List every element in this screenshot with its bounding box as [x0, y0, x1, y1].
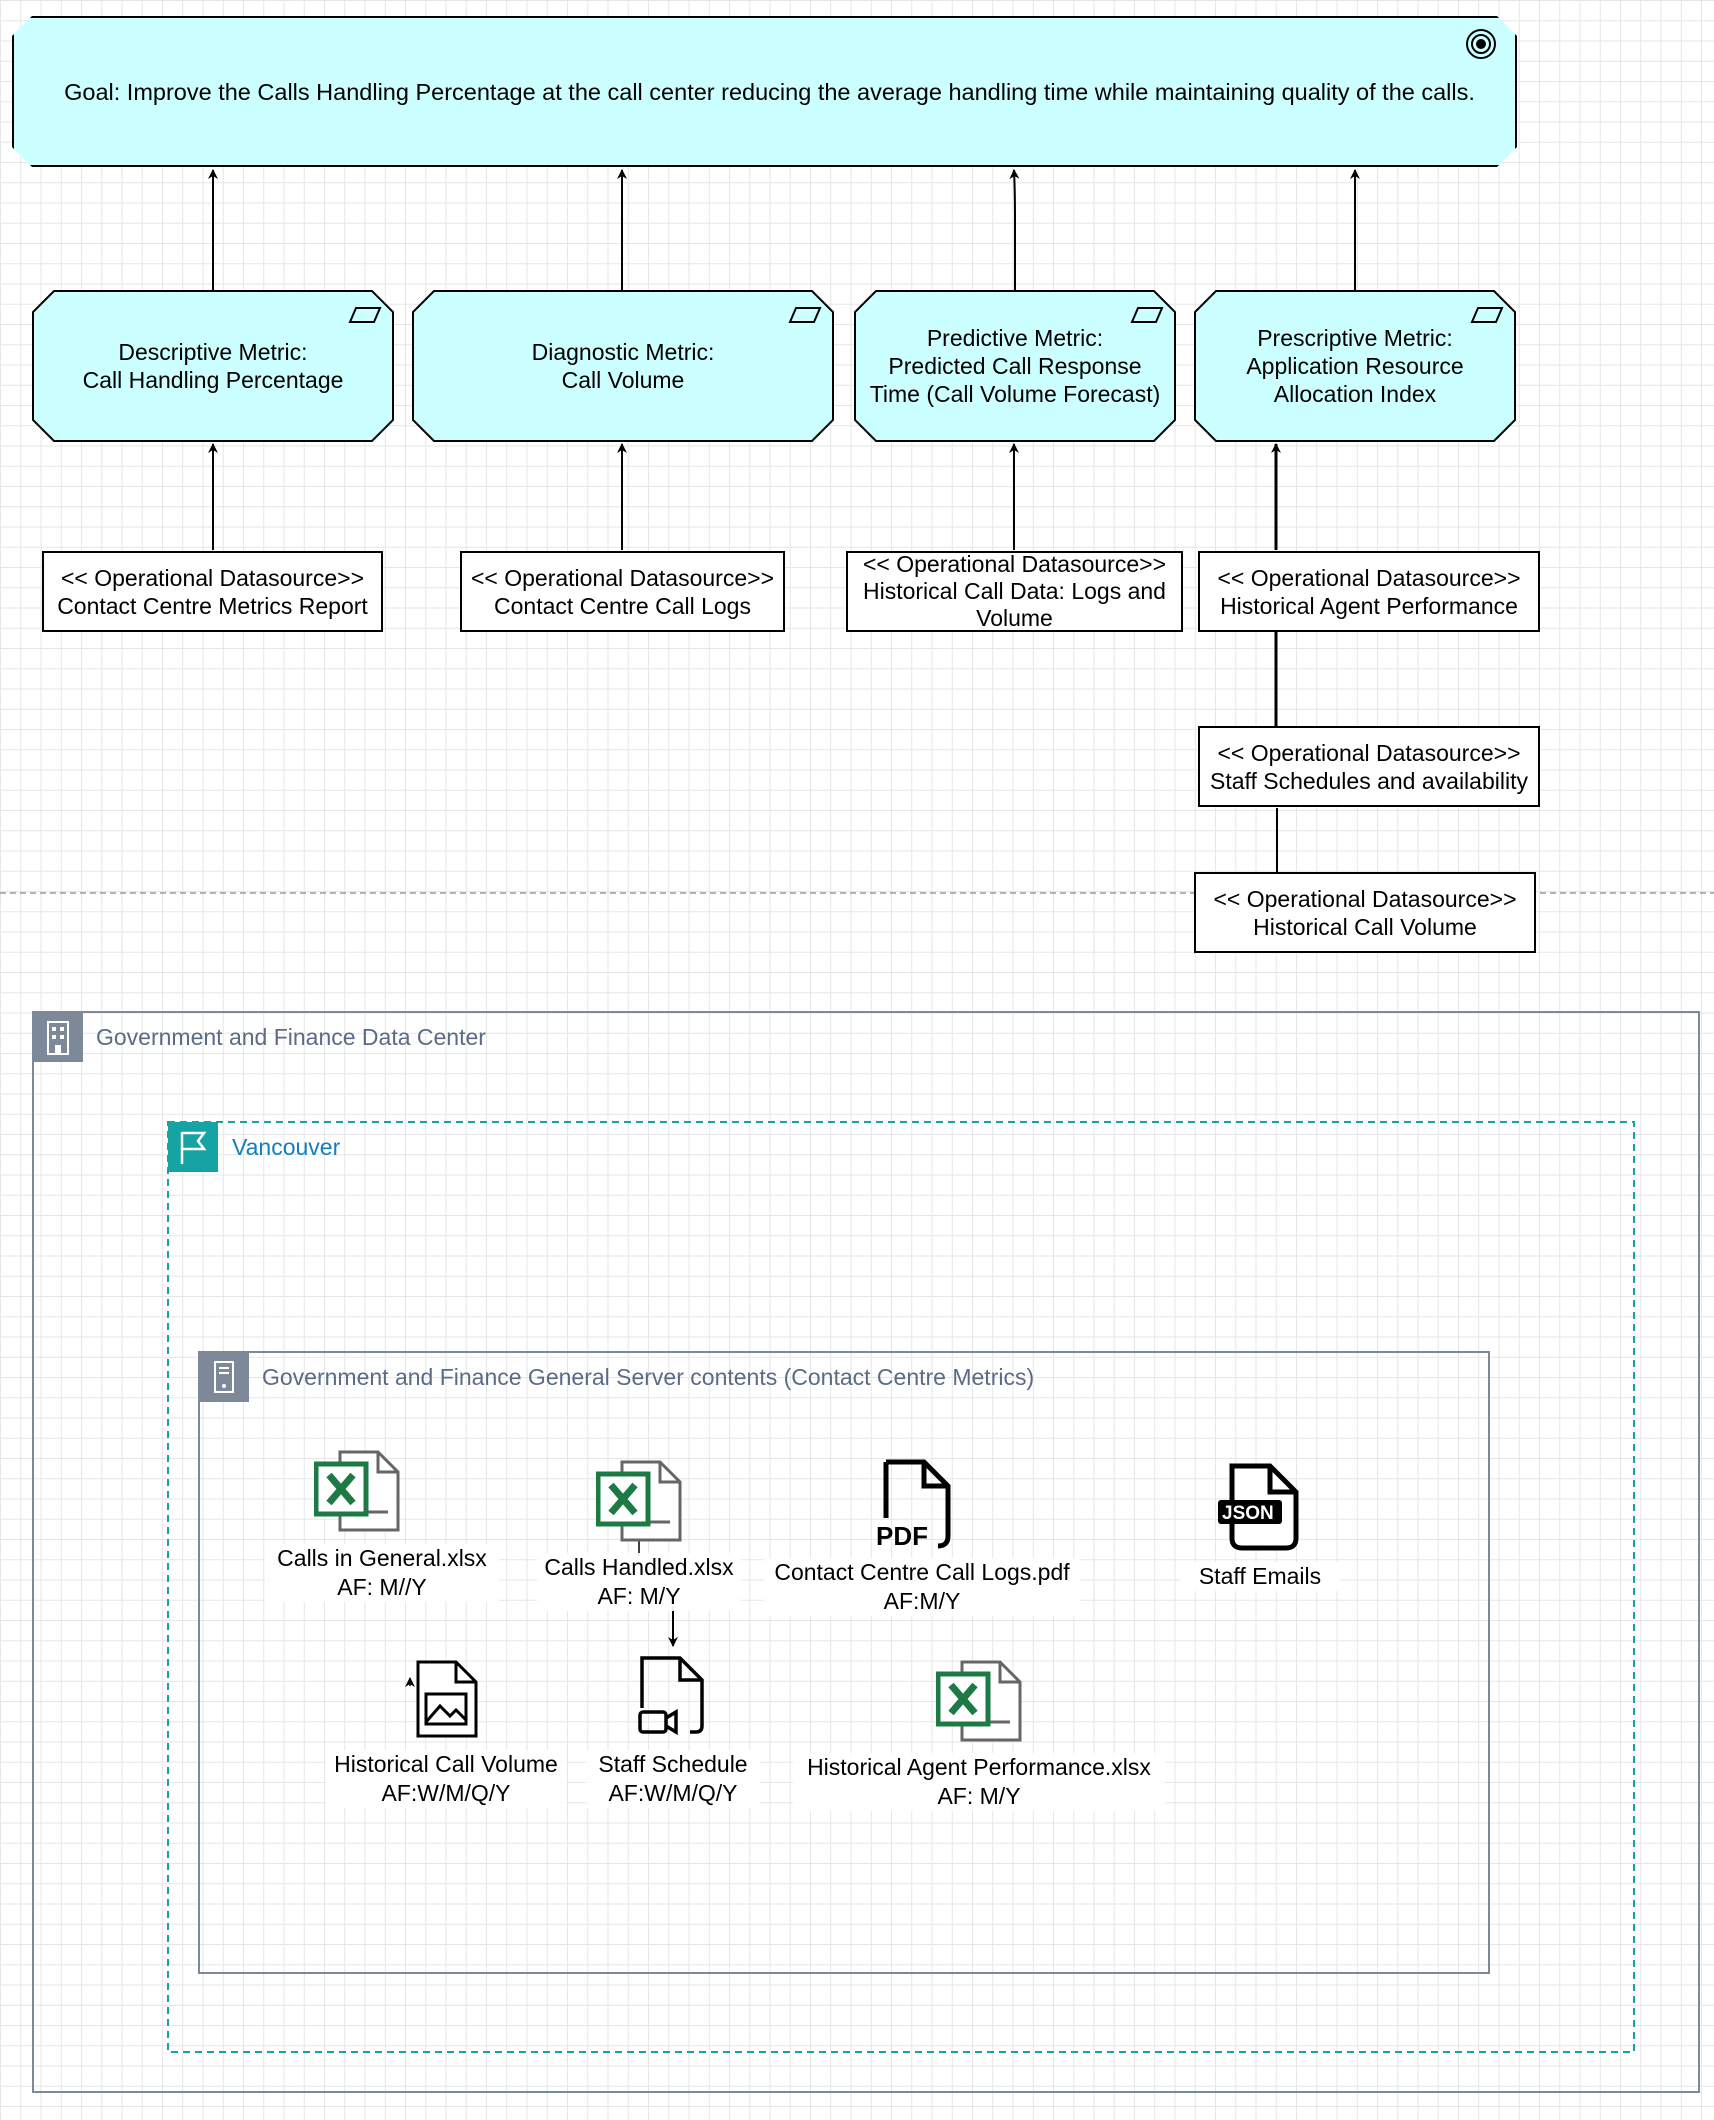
building-icon: [33, 1012, 83, 1062]
file-label-calls-general: Calls in General.xlsx AF: M//Y: [265, 1544, 499, 1602]
region-title: Vancouver: [232, 1134, 341, 1160]
parallelogram-icon: [788, 307, 822, 323]
datasource-staff-schedules[interactable]: << Operational Datasource>> Staff Schedu…: [1198, 726, 1540, 807]
metric-shape: [854, 290, 1176, 442]
goal-box[interactable]: Goal: Improve the Calls Handling Percent…: [12, 16, 1517, 167]
metric-shape: [412, 290, 834, 442]
parallelogram-icon: [1130, 307, 1164, 323]
image-file-icon[interactable]: [412, 1660, 478, 1738]
server-group-border: [198, 1351, 1490, 1974]
json-file-icon[interactable]: JSON: [1216, 1462, 1302, 1552]
file-label-call-logs-pdf: Contact Centre Call Logs.pdf AF:M/Y: [764, 1558, 1080, 1616]
metric-diagnostic[interactable]: Diagnostic Metric: Call Volume: [412, 290, 834, 442]
file-label-calls-handled: Calls Handled.xlsx AF: M/Y: [537, 1553, 741, 1611]
datasource-historical-call-data[interactable]: << Operational Datasource>> Historical C…: [846, 551, 1183, 632]
excel-file-icon[interactable]: [936, 1660, 1022, 1742]
flag-icon: [168, 1122, 218, 1172]
datacenter-title: Government and Finance Data Center: [96, 1024, 486, 1050]
metric-label: Prescriptive Metric: Application Resourc…: [1246, 325, 1464, 407]
excel-file-icon[interactable]: [596, 1460, 682, 1542]
pdf-badge: PDF: [876, 1521, 928, 1550]
datasource-agent-performance[interactable]: << Operational Datasource>> Historical A…: [1198, 551, 1540, 632]
metric-shape: [32, 290, 394, 442]
pdf-file-icon[interactable]: PDF: [872, 1458, 954, 1550]
region-group-border: [167, 1121, 1635, 2053]
metric-predictive[interactable]: Predictive Metric: Predicted Call Respon…: [854, 290, 1176, 442]
datasource-call-logs[interactable]: << Operational Datasource>> Contact Cent…: [460, 551, 785, 632]
file-label-historical-call-volume: Historical Call Volume AF:W/M/Q/Y: [326, 1750, 566, 1808]
metric-descriptive[interactable]: Descriptive Metric: Call Handling Percen…: [32, 290, 394, 442]
video-file-icon[interactable]: [636, 1656, 706, 1736]
server-title: Government and Finance General Server co…: [262, 1364, 1035, 1390]
parallelogram-icon: [1470, 307, 1504, 323]
metric-label: Diagnostic Metric: Call Volume: [531, 339, 715, 393]
metric-prescriptive[interactable]: Prescriptive Metric: Application Resourc…: [1194, 290, 1516, 442]
connector-arrow: [1009, 169, 1020, 290]
goal-target-icon: [1465, 28, 1497, 60]
file-label-agent-performance: Historical Agent Performance.xlsx AF: M/…: [793, 1753, 1165, 1811]
goal-text: Goal: Improve the Calls Handling Percent…: [64, 78, 1475, 105]
server-icon: [199, 1352, 249, 1402]
datacenter-group-border: [32, 1011, 1700, 2093]
json-badge: JSON: [1222, 1503, 1274, 1524]
datasource-historical-call-volume[interactable]: << Operational Datasource>> Historical C…: [1194, 872, 1536, 953]
excel-file-icon[interactable]: [314, 1450, 400, 1532]
metric-label: Descriptive Metric: Call Handling Percen…: [82, 339, 344, 393]
metric-shape: [1194, 290, 1516, 442]
file-label-staff-schedule: Staff Schedule AF:W/M/Q/Y: [586, 1750, 760, 1808]
datasource-metrics-report[interactable]: << Operational Datasource>> Contact Cent…: [42, 551, 383, 632]
metric-label: Predictive Metric: Predicted Call Respon…: [869, 325, 1161, 407]
file-label-staff-emails: Staff Emails: [1180, 1562, 1340, 1591]
parallelogram-icon: [348, 307, 382, 323]
